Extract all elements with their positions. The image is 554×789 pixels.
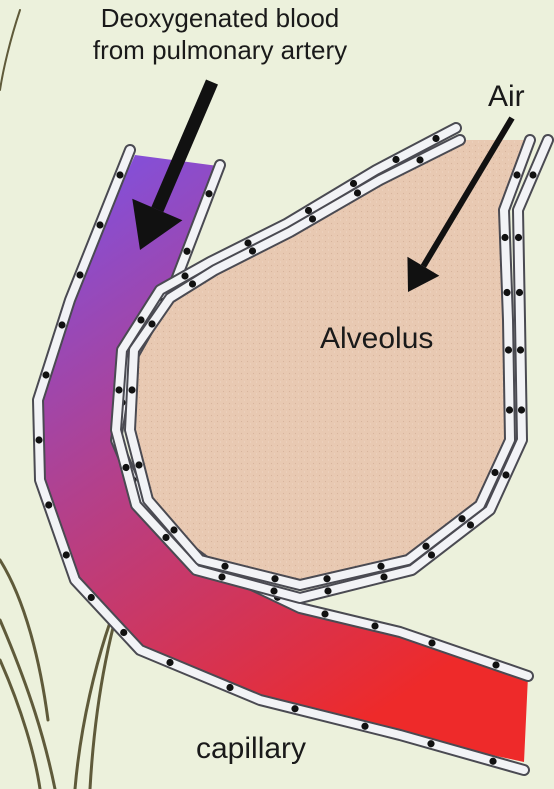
cell-nucleus <box>189 280 196 287</box>
cell-nucleus <box>162 534 169 541</box>
cell-nucleus <box>324 587 331 594</box>
cell-nucleus <box>416 156 423 163</box>
cell-nucleus <box>309 215 316 222</box>
cell-nucleus <box>503 289 510 296</box>
cell-nucleus <box>380 573 387 580</box>
cell-nucleus <box>120 629 127 636</box>
cell-nucleus <box>516 289 523 296</box>
cell-nucleus <box>371 622 378 629</box>
cell-nucleus <box>63 551 70 558</box>
air-label: Air <box>488 80 525 114</box>
cell-nucleus <box>432 135 439 142</box>
cell-nucleus <box>45 501 52 508</box>
cell-nucleus <box>135 461 142 468</box>
cell-nucleus <box>492 661 499 668</box>
cell-nucleus <box>170 526 177 533</box>
cell-nucleus <box>427 740 434 747</box>
cell-nucleus <box>517 346 524 353</box>
cell-nucleus <box>458 515 465 522</box>
cell-nucleus <box>489 758 496 765</box>
cell-nucleus <box>392 156 399 163</box>
cell-nucleus <box>148 320 155 327</box>
cell-nucleus <box>115 386 122 393</box>
cell-nucleus <box>350 180 357 187</box>
cell-nucleus <box>501 234 508 241</box>
deoxygenated-label-line2: from pulmonary artery <box>60 34 380 66</box>
cell-nucleus <box>428 639 435 646</box>
cell-nucleus <box>467 521 474 528</box>
cell-nucleus <box>428 551 435 558</box>
cell-nucleus <box>422 543 429 550</box>
cell-nucleus <box>529 171 536 178</box>
cell-nucleus <box>128 386 135 393</box>
cell-nucleus <box>361 723 368 730</box>
cell-nucleus <box>221 563 228 570</box>
cell-nucleus <box>249 247 256 254</box>
cell-nucleus <box>505 346 512 353</box>
deoxygenated-blood-label: Deoxygenated blood from pulmonary artery <box>60 2 380 66</box>
cell-nucleus <box>218 573 225 580</box>
cell-nucleus <box>271 575 278 582</box>
cell-nucleus <box>291 705 298 712</box>
cell-nucleus <box>205 190 212 197</box>
cell-nucleus <box>321 610 328 617</box>
cell-nucleus <box>116 171 123 178</box>
cell-nucleus <box>96 221 103 228</box>
alveolus-label: Alveolus <box>320 322 433 356</box>
cell-nucleus <box>270 587 277 594</box>
cell-nucleus <box>502 471 509 478</box>
cell-nucleus <box>377 563 384 570</box>
deoxygenated-label-line1: Deoxygenated blood <box>60 2 380 34</box>
cell-nucleus <box>515 234 522 241</box>
cell-nucleus <box>137 316 144 323</box>
cell-nucleus <box>513 171 520 178</box>
cell-nucleus <box>506 406 513 413</box>
cell-nucleus <box>35 436 42 443</box>
cell-nucleus <box>183 248 190 255</box>
cell-nucleus <box>323 575 330 582</box>
cell-nucleus <box>166 659 173 666</box>
cell-nucleus <box>181 272 188 279</box>
cell-nucleus <box>354 189 361 196</box>
cell-nucleus <box>58 321 65 328</box>
cell-nucleus <box>122 464 129 471</box>
capillary-label: capillary <box>196 732 306 766</box>
cell-nucleus <box>76 271 83 278</box>
cell-nucleus <box>518 406 525 413</box>
cell-nucleus <box>226 684 233 691</box>
cell-nucleus <box>88 594 95 601</box>
cell-nucleus <box>42 371 49 378</box>
cell-nucleus <box>491 469 498 476</box>
